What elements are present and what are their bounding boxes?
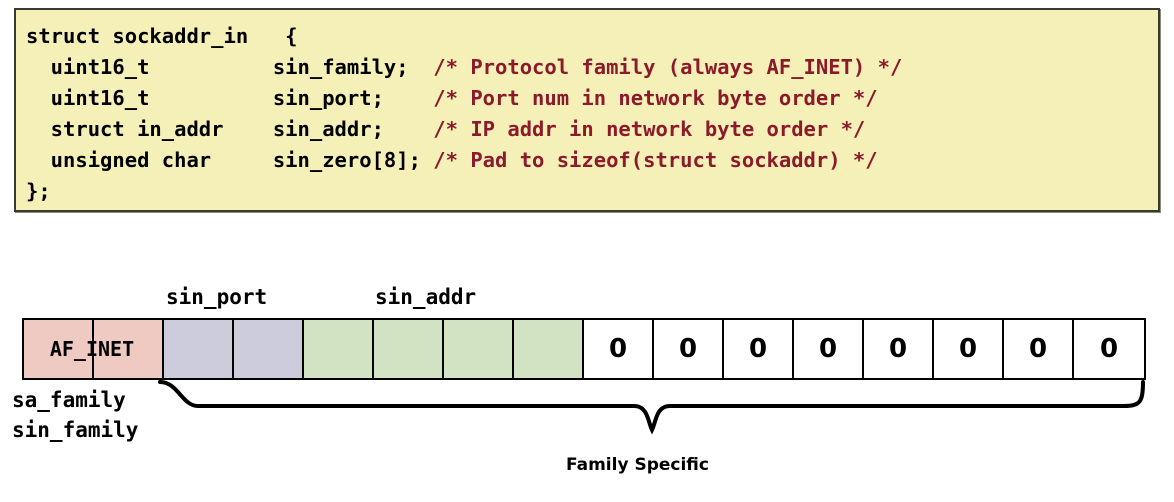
label-sin-port: sin_port <box>166 285 268 309</box>
code-comment: /* Pad to sizeof(struct sockaddr) */ <box>433 148 878 172</box>
code-text: unsigned char sin_zero[8]; <box>26 148 434 172</box>
byte-cell: 0 <box>934 320 1004 378</box>
label-sa-family: sa_family <box>12 388 126 412</box>
byte-cell: 0 <box>1074 320 1144 378</box>
byte-cell <box>514 320 584 378</box>
byte-cell: 0 <box>724 320 794 378</box>
code-text: uint16_t sin_family; <box>26 55 434 79</box>
code-text: }; <box>26 179 51 203</box>
family-specific-brace <box>158 380 1145 435</box>
code-line-4: unsigned char sin_zero[8]; /* Pad to siz… <box>26 148 878 172</box>
byte-cell <box>234 320 304 378</box>
byte-cell: 0 <box>864 320 934 378</box>
code-line-0: struct sockaddr_in { <box>26 24 298 48</box>
code-line-3: struct in_addr sin_addr; /* IP addr in n… <box>26 117 866 141</box>
code-comment: /* Port num in network byte order */ <box>433 86 878 110</box>
byte-cell <box>304 320 374 378</box>
code-line-2: uint16_t sin_port; /* Port num in networ… <box>26 86 878 110</box>
byte-cell: 0 <box>794 320 864 378</box>
code-text: uint16_t sin_port; <box>26 86 434 110</box>
code-text: struct in_addr sin_addr; <box>26 117 434 141</box>
family-specific-label: Family Specific <box>566 455 709 475</box>
byte-cell: 0 <box>654 320 724 378</box>
code-text: struct sockaddr_in { <box>26 24 298 48</box>
byte-cell <box>94 320 164 378</box>
byte-cell: 0 <box>584 320 654 378</box>
byte-cell <box>164 320 234 378</box>
label-sin-family: sin_family <box>12 418 139 442</box>
code-comment: /* IP addr in network byte order */ <box>433 117 866 141</box>
code-line-1: uint16_t sin_family; /* Protocol family … <box>26 55 903 79</box>
byte-cell: 0 <box>1004 320 1074 378</box>
byte-cell <box>374 320 444 378</box>
byte-cell <box>444 320 514 378</box>
label-sin-addr: sin_addr <box>375 285 477 309</box>
code-comment: /* Protocol family (always AF_INET) */ <box>433 55 903 79</box>
code-line-5: }; <box>26 179 51 203</box>
code-block: struct sockaddr_in { uint16_t sin_family… <box>14 8 1160 212</box>
byte-cell <box>24 320 94 378</box>
